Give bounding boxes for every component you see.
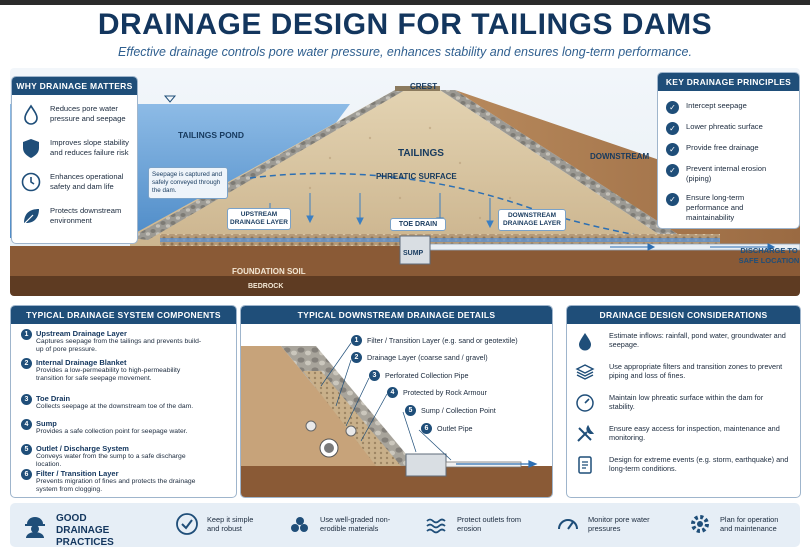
tailings-label: TAILINGS <box>398 148 444 159</box>
stones-icon <box>291 517 308 532</box>
practice-item: Keep it simple and robust <box>175 512 267 536</box>
gauge-icon <box>558 519 578 530</box>
check-circle-icon <box>176 513 198 535</box>
drop-icon <box>579 333 591 351</box>
good-practices-bar: GOOD DRAINAGE PRACTICES Keep it simple a… <box>10 503 800 548</box>
principle-item: ✓Prevent internal erosion (piping) <box>666 164 786 184</box>
considerations-card: DRAINAGE DESIGN CONSIDERATIONS Estimate … <box>566 305 801 498</box>
practices-title: GOOD DRAINAGE PRACTICES <box>56 513 114 548</box>
checklist-icon <box>578 456 592 474</box>
check-icon: ✓ <box>666 193 679 206</box>
consideration-item: Design for extreme events (e.g. storm, e… <box>575 455 789 475</box>
practice-item: Protect outlets from erosion <box>425 512 532 536</box>
drainage-detail-illustration <box>241 342 552 497</box>
page-subtitle: Effective drainage controls pore water p… <box>118 45 692 59</box>
check-icon: ✓ <box>666 143 679 156</box>
gear-icon <box>691 515 709 533</box>
downstream-label: DOWNSTREAM <box>590 152 650 161</box>
phreatic-surface-label: PHREATIC SURFACE <box>376 172 457 181</box>
why-item: Protects downstream environment <box>20 205 140 227</box>
considerations-title: DRAINAGE DESIGN CONSIDERATIONS <box>567 306 800 324</box>
details-title: TYPICAL DOWNSTREAM DRAINAGE DETAILS <box>241 306 552 324</box>
consideration-item: Estimate inflows: rainfall, pond water, … <box>575 331 789 351</box>
principle-item: ✓Lower phreatic surface <box>666 122 786 135</box>
details-card: TYPICAL DOWNSTREAM DRAINAGE DETAILS <box>240 305 553 498</box>
why-item: Reduces pore water pressure and seepage <box>20 103 140 125</box>
top-bar <box>0 0 810 5</box>
practice-item: Use well-graded non-erodible materials <box>288 512 400 536</box>
seepage-note: Seepage is captured and safely conveyed … <box>148 167 228 199</box>
water-drop-icon <box>24 104 38 125</box>
practice-item: Plan for operation and maintenance <box>688 512 790 536</box>
discharge-label: DISCHARGE TO SAFE LOCATION <box>738 246 800 265</box>
worker-helmet-icon <box>25 517 45 538</box>
page-title: DRAINAGE DESIGN FOR TAILINGS DAMS <box>97 8 713 41</box>
water-waves-icon <box>426 518 446 534</box>
layers-icon <box>575 364 595 380</box>
crest-label: CREST <box>410 82 438 91</box>
sump-label: SUMP <box>403 250 424 257</box>
consideration-item: Ensure easy access for inspection, maint… <box>575 424 789 444</box>
consideration-item: Use appropriate filters and transition z… <box>575 362 789 382</box>
key-principles-title: KEY DRAINAGE PRINCIPLES <box>658 73 799 91</box>
check-icon: ✓ <box>666 164 679 177</box>
gauge-icon <box>576 394 594 412</box>
components-title: TYPICAL DRAINAGE SYSTEM COMPONENTS <box>11 306 236 324</box>
principle-item: ✓Provide free drainage <box>666 143 786 156</box>
why-item: Enhances operational safety and dam life <box>20 171 140 193</box>
check-icon: ✓ <box>666 101 679 114</box>
bedrock-label: BEDROCK <box>248 283 284 290</box>
leaf-icon <box>23 209 39 225</box>
tools-icon <box>577 424 595 442</box>
tailings-pond-label: TAILINGS POND <box>178 130 244 140</box>
downstream-layer-label: DOWNSTREAM DRAINAGE LAYER <box>498 209 566 231</box>
principle-item: ✓Ensure long-term performance and mainta… <box>666 193 786 223</box>
why-item: Improves slope stability and reduces fai… <box>20 137 140 159</box>
foundation-soil-label: FOUNDATION SOIL <box>232 267 306 276</box>
consideration-item: Maintain low phreatic surface within the… <box>575 393 789 413</box>
practice-item: Monitor pore water pressures <box>556 512 663 536</box>
principle-item: ✓Intercept seepage <box>666 101 786 114</box>
toe-drain-label: TOE DRAIN <box>390 218 446 231</box>
upstream-layer-label: UPSTREAM DRAINAGE LAYER <box>227 208 291 230</box>
why-drainage-card: WHY DRAINAGE MATTERS Reduces pore water … <box>11 76 138 244</box>
why-drainage-title: WHY DRAINAGE MATTERS <box>12 77 137 95</box>
clock-icon <box>21 172 41 192</box>
check-icon: ✓ <box>666 122 679 135</box>
shield-icon <box>23 139 39 158</box>
key-principles-card: KEY DRAINAGE PRINCIPLES ✓Intercept seepa… <box>657 72 800 229</box>
